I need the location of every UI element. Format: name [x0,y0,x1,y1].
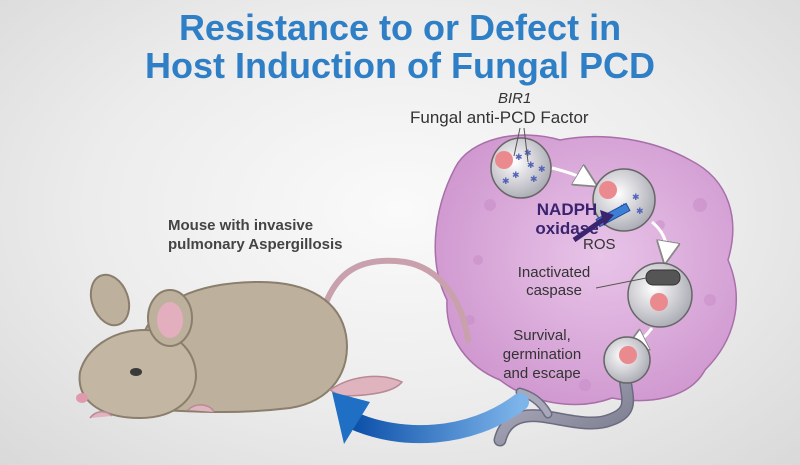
mouse-tail [315,257,471,343]
survival-label-line-3: and escape [503,365,581,382]
title-line-2: Host Induction of Fungal PCD [145,45,655,86]
mouse-paw-front [89,411,113,419]
mouse-ear-inner [157,302,183,338]
mouse-label-line-1: Mouse with invasive [168,217,314,234]
survival-label-line-2: germination [502,346,582,363]
factor-label: Fungal anti-PCD Factor [410,108,589,127]
escape-arrowhead [332,392,370,444]
svg-text:✱: ✱ [502,177,510,187]
mouse-paw-back [187,404,215,413]
mouse-hind-foot [328,375,404,397]
svg-text:✱: ✱ [512,171,520,181]
svg-text:✱: ✱ [530,175,538,185]
nadph-label-line-1: NADPH [536,200,598,219]
flow-arrow-2 [651,220,666,256]
mouse-eye [130,368,142,376]
caspase-label-line-2: caspase [526,282,582,299]
mouse-label-line-2: pulmonary Aspergillosis [168,236,343,253]
nadph-label-line-2: oxidase [535,219,599,238]
factor-pointer-lines [513,127,529,163]
svg-text:✱: ✱ [538,165,546,175]
survival-label-line-1: Survival, [513,327,571,344]
gene-label: BIR1 [498,90,532,107]
host-immune-cell [434,134,738,406]
mouse-illustration [76,257,471,420]
ros-label: ROS [583,236,616,253]
survival-label: Survival, germination and escape [496,326,588,383]
mouse-label: Mouse with invasive pulmonary Aspergillo… [168,216,343,254]
germinating-conidium [493,336,651,447]
conidium-bir1: ✱✱ ✱✱ ✱✱ ✱ [490,137,552,199]
caspase-pointer [595,277,647,289]
conidium-caspase [627,262,693,328]
svg-text:✱: ✱ [515,153,523,163]
title-line-1: Resistance to or Defect in [178,7,622,48]
svg-text:✱: ✱ [632,193,640,203]
caspase-label: Inactivated caspase [510,264,598,300]
escape-arrow [343,393,529,444]
nadph-arrowhead [600,210,614,226]
caspase-label-line-1: Inactivated [517,264,591,281]
svg-text:✱: ✱ [636,207,644,217]
nadph-label: NADPH oxidase [530,200,604,238]
svg-text:✱: ✱ [527,161,535,171]
svg-text:✱: ✱ [524,149,532,159]
flow-arrow-1 [551,168,590,182]
mouse-nose [76,393,88,403]
mouse-ear-back [89,273,131,327]
